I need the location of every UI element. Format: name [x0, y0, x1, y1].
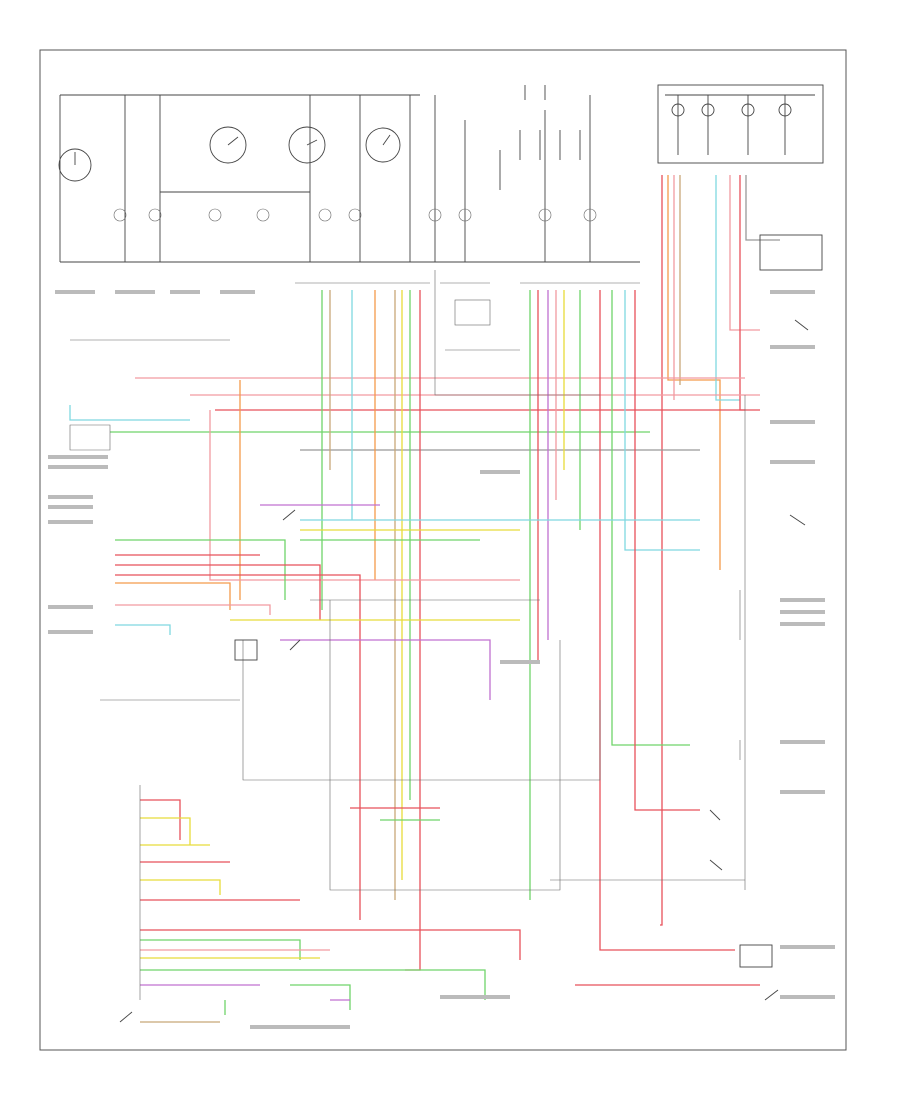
label-marks — [48, 290, 835, 1029]
diagram-frame — [39, 49, 847, 1051]
connector-icon — [295, 282, 640, 326]
wire-harness — [69, 175, 780, 1023]
gauge-icon — [58, 126, 401, 182]
instrument-cluster — [59, 85, 640, 263]
warning-lamp-icon — [113, 208, 597, 222]
switch-icon — [119, 234, 823, 1023]
warning-indicator-module — [657, 84, 824, 164]
ground-and-signal-lines — [69, 270, 746, 1000]
